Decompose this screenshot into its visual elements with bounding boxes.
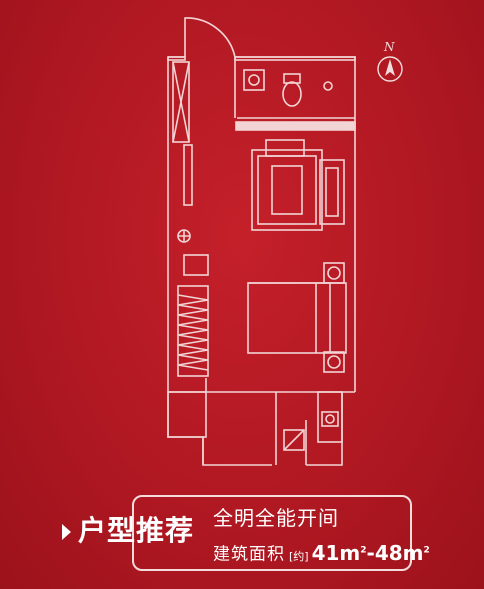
- area-dash: -: [366, 540, 375, 565]
- inner-wall: [168, 378, 355, 393]
- area-from-power: 2: [360, 545, 367, 555]
- top-wall-left: [167, 56, 186, 61]
- balcony: [167, 391, 207, 438]
- north-label: N: [384, 40, 395, 54]
- floor-drain: [323, 81, 333, 91]
- area-to: 48m: [374, 540, 424, 565]
- top-wall-right: [234, 56, 356, 61]
- north-compass: N: [376, 40, 404, 84]
- area-approx: [约]: [289, 549, 309, 563]
- area-line: 建筑面积[约]41m2-48m2: [213, 537, 430, 570]
- section-title: 户型推荐: [78, 514, 195, 547]
- area-value: 41m2-48m2: [312, 541, 430, 565]
- sofa: [319, 159, 345, 225]
- info-box: [132, 495, 412, 571]
- north-arrow-icon: [377, 56, 403, 82]
- kitchen-counter: [317, 391, 343, 443]
- chevron-right-icon: [62, 524, 71, 540]
- bed: [247, 282, 347, 354]
- wardrobe: [177, 285, 209, 377]
- area-to-power: 2: [423, 545, 430, 555]
- area-label: 建筑面积: [213, 544, 285, 565]
- entry-door: [184, 17, 236, 58]
- area-from: 41m: [311, 540, 361, 565]
- bathroom-partition: [235, 121, 356, 131]
- tagline: 全明全能开间: [213, 506, 339, 530]
- coffee-table-rug: [251, 149, 323, 231]
- sink: [243, 69, 265, 91]
- closet: [172, 61, 190, 143]
- toilet: [282, 81, 302, 107]
- bathroom-wall: [234, 57, 355, 119]
